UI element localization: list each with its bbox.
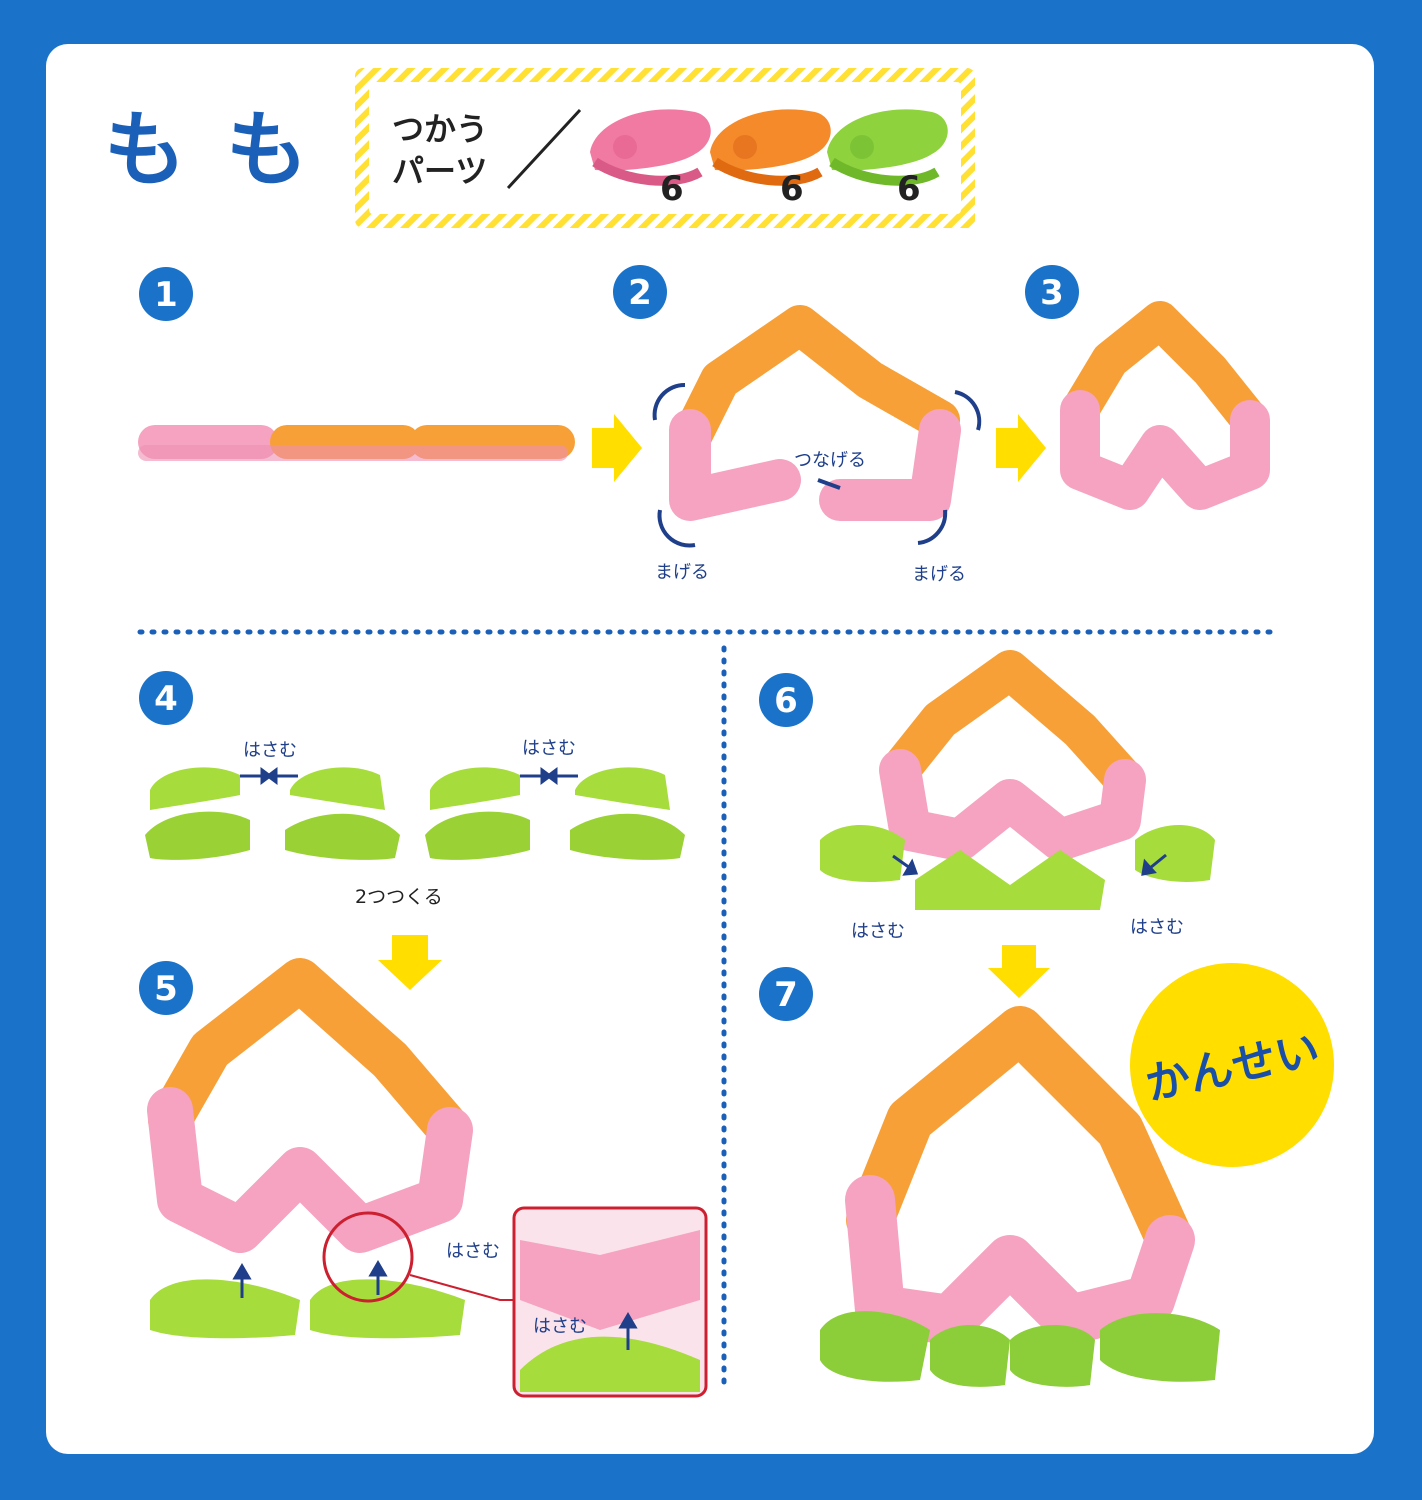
yellow-down-arrow-icon [988,945,1050,998]
step-6-badge: 6 [759,673,813,727]
pinch-arrow-icon [240,767,578,785]
step-3-badge: 3 [1025,265,1079,319]
rotate-arrow-icon [652,382,686,421]
rotate-arrow-icon [657,509,696,548]
label-pinch-6b: はさむ [1130,917,1184,938]
svg-text:6: 6 [774,681,798,721]
step-5-heart-on-clips [147,958,708,1398]
green-count: 6 [897,169,921,209]
step-1-straight-chain [138,425,575,461]
circle-step-icon [139,671,193,725]
page-title: もも [104,103,348,198]
step-4-green-clips [145,767,685,860]
step-1-badge: 1 [139,267,193,321]
green-clip-icon [827,109,948,186]
circle-step-icon [613,265,667,319]
up-arrow-icon [618,1312,638,1350]
parts-slash [506,108,582,190]
circle-step-icon [139,267,193,321]
label-pinch-6a: はさむ [851,921,905,942]
step-7-completed-peach [820,1006,1220,1387]
step-7-badge: 7 [759,967,813,1021]
label-make-two: 2つつくる [355,886,443,908]
zoom-circle [322,1211,414,1303]
parts-label-line1: つかう [392,110,488,148]
svg-text:3: 3 [1040,273,1064,313]
label-pinch-5-zoom: はさむ [533,1316,587,1337]
label-pinch-5: はさむ [446,1241,500,1262]
svg-text:7: 7 [774,975,798,1015]
svg-text:5: 5 [154,969,178,1009]
rotate-arrow-icon [917,509,948,545]
svg-text:1: 1 [154,275,178,315]
rotate-arrow-icon [954,390,982,431]
yellow-right-arrow-icon [592,414,642,482]
circle-step-icon [759,673,813,727]
complete-badge: かんせい [1130,963,1334,1167]
label-bend-left: まげる [655,562,709,583]
label-pinch-4a: はさむ [243,740,297,761]
parts-box: つかう パーツ 6 6 6 [355,68,975,228]
label-pinch-4b: はさむ [522,738,576,759]
orange-count: 6 [780,169,804,209]
step-2-badge: 2 [613,265,667,319]
connect-arrow-icon [817,478,841,490]
svg-text:2: 2 [628,273,652,313]
svg-text:4: 4 [154,679,178,719]
up-arrow-icon [232,1260,388,1298]
pink-clip-icon [590,109,711,186]
step-6-heart-assembly [820,650,1215,910]
circle-step-icon [139,961,193,1015]
orange-clip-icon [710,109,831,186]
label-bend-right: まげる [912,564,966,585]
circle-step-icon [1025,265,1079,319]
step-4-badge: 4 [139,671,193,725]
step-5-badge: 5 [139,961,193,1015]
parts-label-line2: パーツ [392,152,487,190]
pink-count: 6 [660,169,684,209]
circle-step-icon [759,967,813,1021]
pinch-arrow-icon [892,853,1167,876]
step-3-closed-heart [1060,301,1270,510]
yellow-down-arrow-icon [378,935,442,990]
yellow-right-arrow-icon [996,414,1046,482]
zoom-connector [409,1274,514,1301]
step-2-open-heart [652,305,982,548]
label-connect: つなげる [794,450,866,471]
